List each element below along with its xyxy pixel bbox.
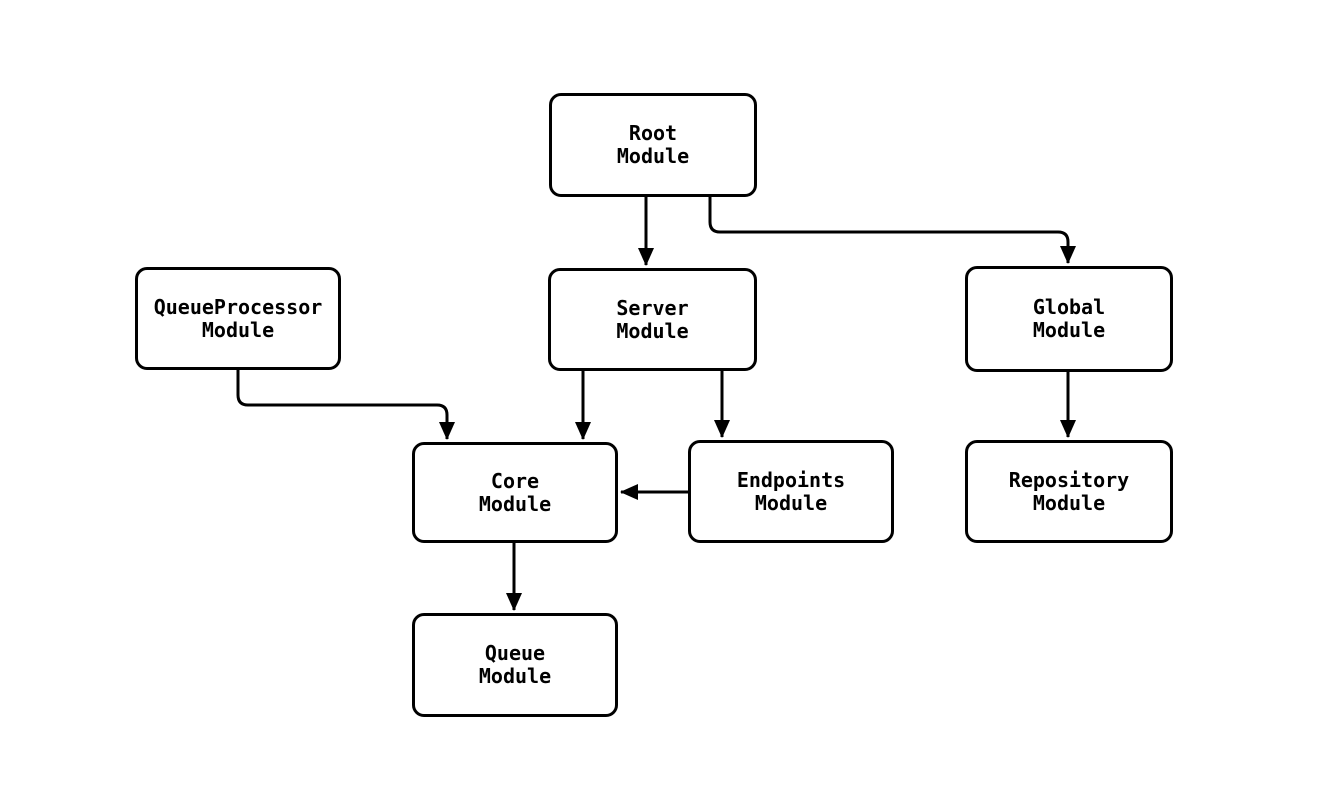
edges-group <box>236 197 1076 611</box>
node-core-module-label-line-0: Core <box>490 468 540 493</box>
node-core-module-label-line-1: Module <box>478 491 552 516</box>
node-global-module-label-line-1: Module <box>1032 318 1106 342</box>
node-root-module-label-line-0: Root <box>628 121 678 145</box>
node-root-module-label-line-1: Module <box>616 144 690 168</box>
node-queueprocessor-module-label-line-1: Module <box>201 317 275 342</box>
node-queue-module-label-line-0: Queue <box>484 641 546 665</box>
node-server-module-label-line-0: Server <box>616 295 689 320</box>
node-queueprocessor-module-label-line-0: QueueProcessor <box>153 294 323 319</box>
edge-queueprocessor-module-to-core-module <box>236 370 455 440</box>
node-endpoints-module-label-line-1: Module <box>754 490 828 515</box>
node-repository-module-label-line-0: Repository <box>1008 467 1130 492</box>
edge-root-module-to-global-module <box>708 197 1076 264</box>
node-endpoints-module-label-line-0: Endpoints <box>736 467 846 492</box>
node-queue-module-label-line-1: Module <box>478 664 552 688</box>
node-server-module-label-line-1: Module <box>616 318 689 343</box>
node-repository-module-label-line-1: Module <box>1032 490 1106 515</box>
node-global-module-label-line-0: Global <box>1032 295 1106 319</box>
